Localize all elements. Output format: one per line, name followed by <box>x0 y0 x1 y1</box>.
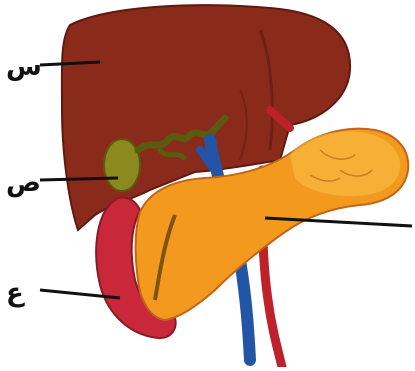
gallbladder <box>104 139 140 191</box>
label-ain: ع <box>6 280 24 306</box>
label-sad: ص <box>6 170 41 196</box>
label-sin: س <box>6 54 42 80</box>
leader-line-sad <box>40 178 118 180</box>
